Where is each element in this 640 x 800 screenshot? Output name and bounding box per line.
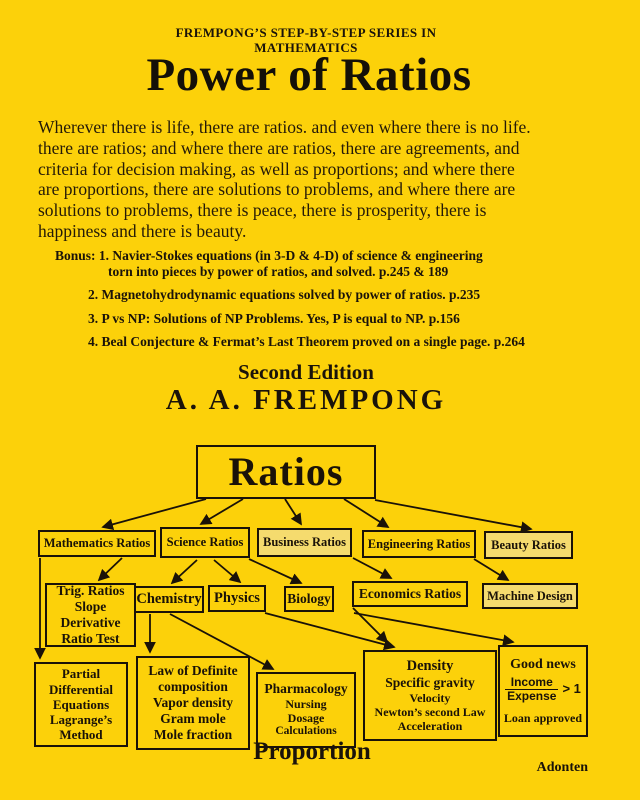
node-economics-line-1: Economics Ratios — [358, 586, 462, 602]
intro-line-2: there are ratios; and where there are ra… — [38, 137, 520, 158]
node-goodnews-line-1: Good news — [510, 656, 576, 672]
node-machine: Machine Design — [482, 583, 578, 609]
node-mathematics: Mathematics Ratios — [38, 530, 156, 557]
node-root-line-1: Ratios — [228, 449, 344, 495]
node-partial-line-5: Method — [59, 727, 103, 743]
bonus-item-2: torn into pieces by power of ratios, and… — [108, 263, 449, 279]
intro-line-1: Wherever there is life, there are ratios… — [38, 117, 531, 137]
bonus-list: Bonus: 1. Navier-Stokes equations (in 3-… — [55, 248, 615, 350]
arrow-science-to-biology — [248, 558, 303, 585]
arrow-root-to-engineering — [343, 498, 390, 528]
node-engineering: Engineering Ratios — [362, 530, 476, 558]
intro-line-6: happiness and there is beauty. — [38, 220, 247, 241]
intro-line-4: are proportions, there are solutions to … — [38, 179, 516, 200]
node-chemistry: Chemistry — [134, 586, 204, 613]
node-physics: Physics — [208, 585, 266, 612]
arrow-root-to-mathematics — [101, 498, 207, 531]
arrow-root-to-beauty — [374, 499, 533, 533]
proportion-label: Proportion — [253, 738, 371, 765]
node-mathematics-line-1: Mathematics Ratios — [43, 536, 151, 551]
node-trig-line-4: Ratio Test — [61, 630, 120, 646]
arrow-economics-to-density — [352, 607, 389, 644]
intro-line-5: solutions to problems, there is peace, t… — [38, 200, 487, 221]
arrow-root-to-science — [199, 498, 244, 525]
arrow-mathematics-to-trig — [97, 557, 123, 582]
node-law-line-1: Law of Definite — [148, 663, 238, 679]
node-pharmacology-line-3: Dosage — [287, 711, 325, 726]
node-partial-line-3: Equations — [52, 696, 110, 712]
node-root: Ratios — [196, 445, 376, 499]
node-density-line-2: Specific gravity — [385, 674, 475, 690]
node-engineering-line-1: Engineering Ratios — [367, 536, 471, 551]
node-economics: Economics Ratios — [352, 581, 468, 607]
node-science: Science Ratios — [160, 527, 250, 558]
series-line-2: MATHEMATICS — [254, 40, 358, 56]
node-law-line-4: Gram mole — [160, 710, 226, 726]
arrow-economics-to-goodnews — [353, 612, 515, 646]
node-business-line-1: Business Ratios — [262, 535, 346, 550]
bonus-item-3: 2. Magnetohydrodynamic equations solved … — [88, 287, 481, 302]
node-density-line-1: Density — [406, 657, 454, 674]
node-beauty-line-1: Beauty Ratios — [491, 537, 566, 552]
node-biology-line-1: Biology — [287, 591, 331, 607]
series-line-1: FREMPONG’S STEP-BY-STEP SERIES IN — [175, 25, 437, 40]
arrow-science-to-chemistry — [170, 559, 198, 585]
node-partial-line-4: Lagrange’s — [49, 712, 113, 728]
bonus-item-1: Bonus: 1. Navier-Stokes equations (in 3-… — [55, 248, 483, 263]
author-name: A. A. FREMPONG — [165, 384, 447, 416]
node-machine-line-1: Machine Design — [487, 588, 573, 603]
node-chemistry-line-1: Chemistry — [136, 590, 202, 607]
arrow-business-to-economics — [352, 557, 393, 579]
node-biology: Biology — [284, 586, 334, 612]
bonus-item-4: 3. P vs NP: Solutions of NP Problems. Ye… — [88, 310, 460, 326]
node-science-line-1: Science Ratios — [166, 535, 244, 550]
node-partial-line-2: Differential — [48, 681, 114, 697]
publisher-credit: Adonten — [536, 760, 588, 775]
node-law-line-5: Mole fraction — [153, 726, 233, 742]
arrow-engineering-to-machine — [473, 558, 510, 581]
node-law-line-3: Vapor density — [153, 695, 233, 711]
fraction-denominator: Expense — [507, 688, 557, 703]
node-pharmacology-line-4: Calculations — [275, 725, 337, 738]
book-title: Power of Ratios — [146, 49, 472, 101]
node-density-line-5: Acceleration — [397, 719, 463, 734]
bonus-item-5: 4. Beal Conjecture & Fermat’s Last Theor… — [88, 334, 525, 349]
fraction-numerator: Income — [505, 676, 559, 690]
node-physics-line-1: Physics — [214, 589, 260, 606]
node-pharmacology-line-1: Pharmacology — [264, 681, 348, 697]
intro-line-3: criteria for decision making, as well as… — [38, 158, 515, 179]
arrow-physics-to-density — [264, 612, 396, 651]
node-beauty: Beauty Ratios — [484, 531, 573, 559]
series-title: FREMPONG’S STEP-BY-STEP SERIES IN MATHEM… — [0, 25, 612, 56]
node-pharmacology-line-2: Nursing — [285, 697, 327, 712]
node-goodnews-footer-line-1: Loan approved — [503, 711, 583, 726]
node-law-line-2: composition — [158, 679, 228, 695]
edition-label: Second Edition — [238, 360, 374, 384]
node-density-line-4: Newton’s second Law — [374, 704, 486, 719]
node-partial-line-1: Partial — [61, 666, 101, 682]
node-density-line-3: Velocity — [409, 690, 451, 705]
fraction-comparison: > 1 — [562, 681, 581, 697]
intro-paragraph: Wherever there is life, there are ratios… — [38, 117, 623, 242]
arrow-science-to-physics — [213, 559, 242, 584]
node-trig-line-1: Trig. Ratios — [56, 583, 125, 599]
node-trig-line-2: Slope — [74, 599, 107, 615]
node-trig-line-3: Derivative — [60, 615, 121, 630]
arrow-root-to-business — [284, 498, 302, 526]
node-business: Business Ratios — [257, 528, 352, 557]
